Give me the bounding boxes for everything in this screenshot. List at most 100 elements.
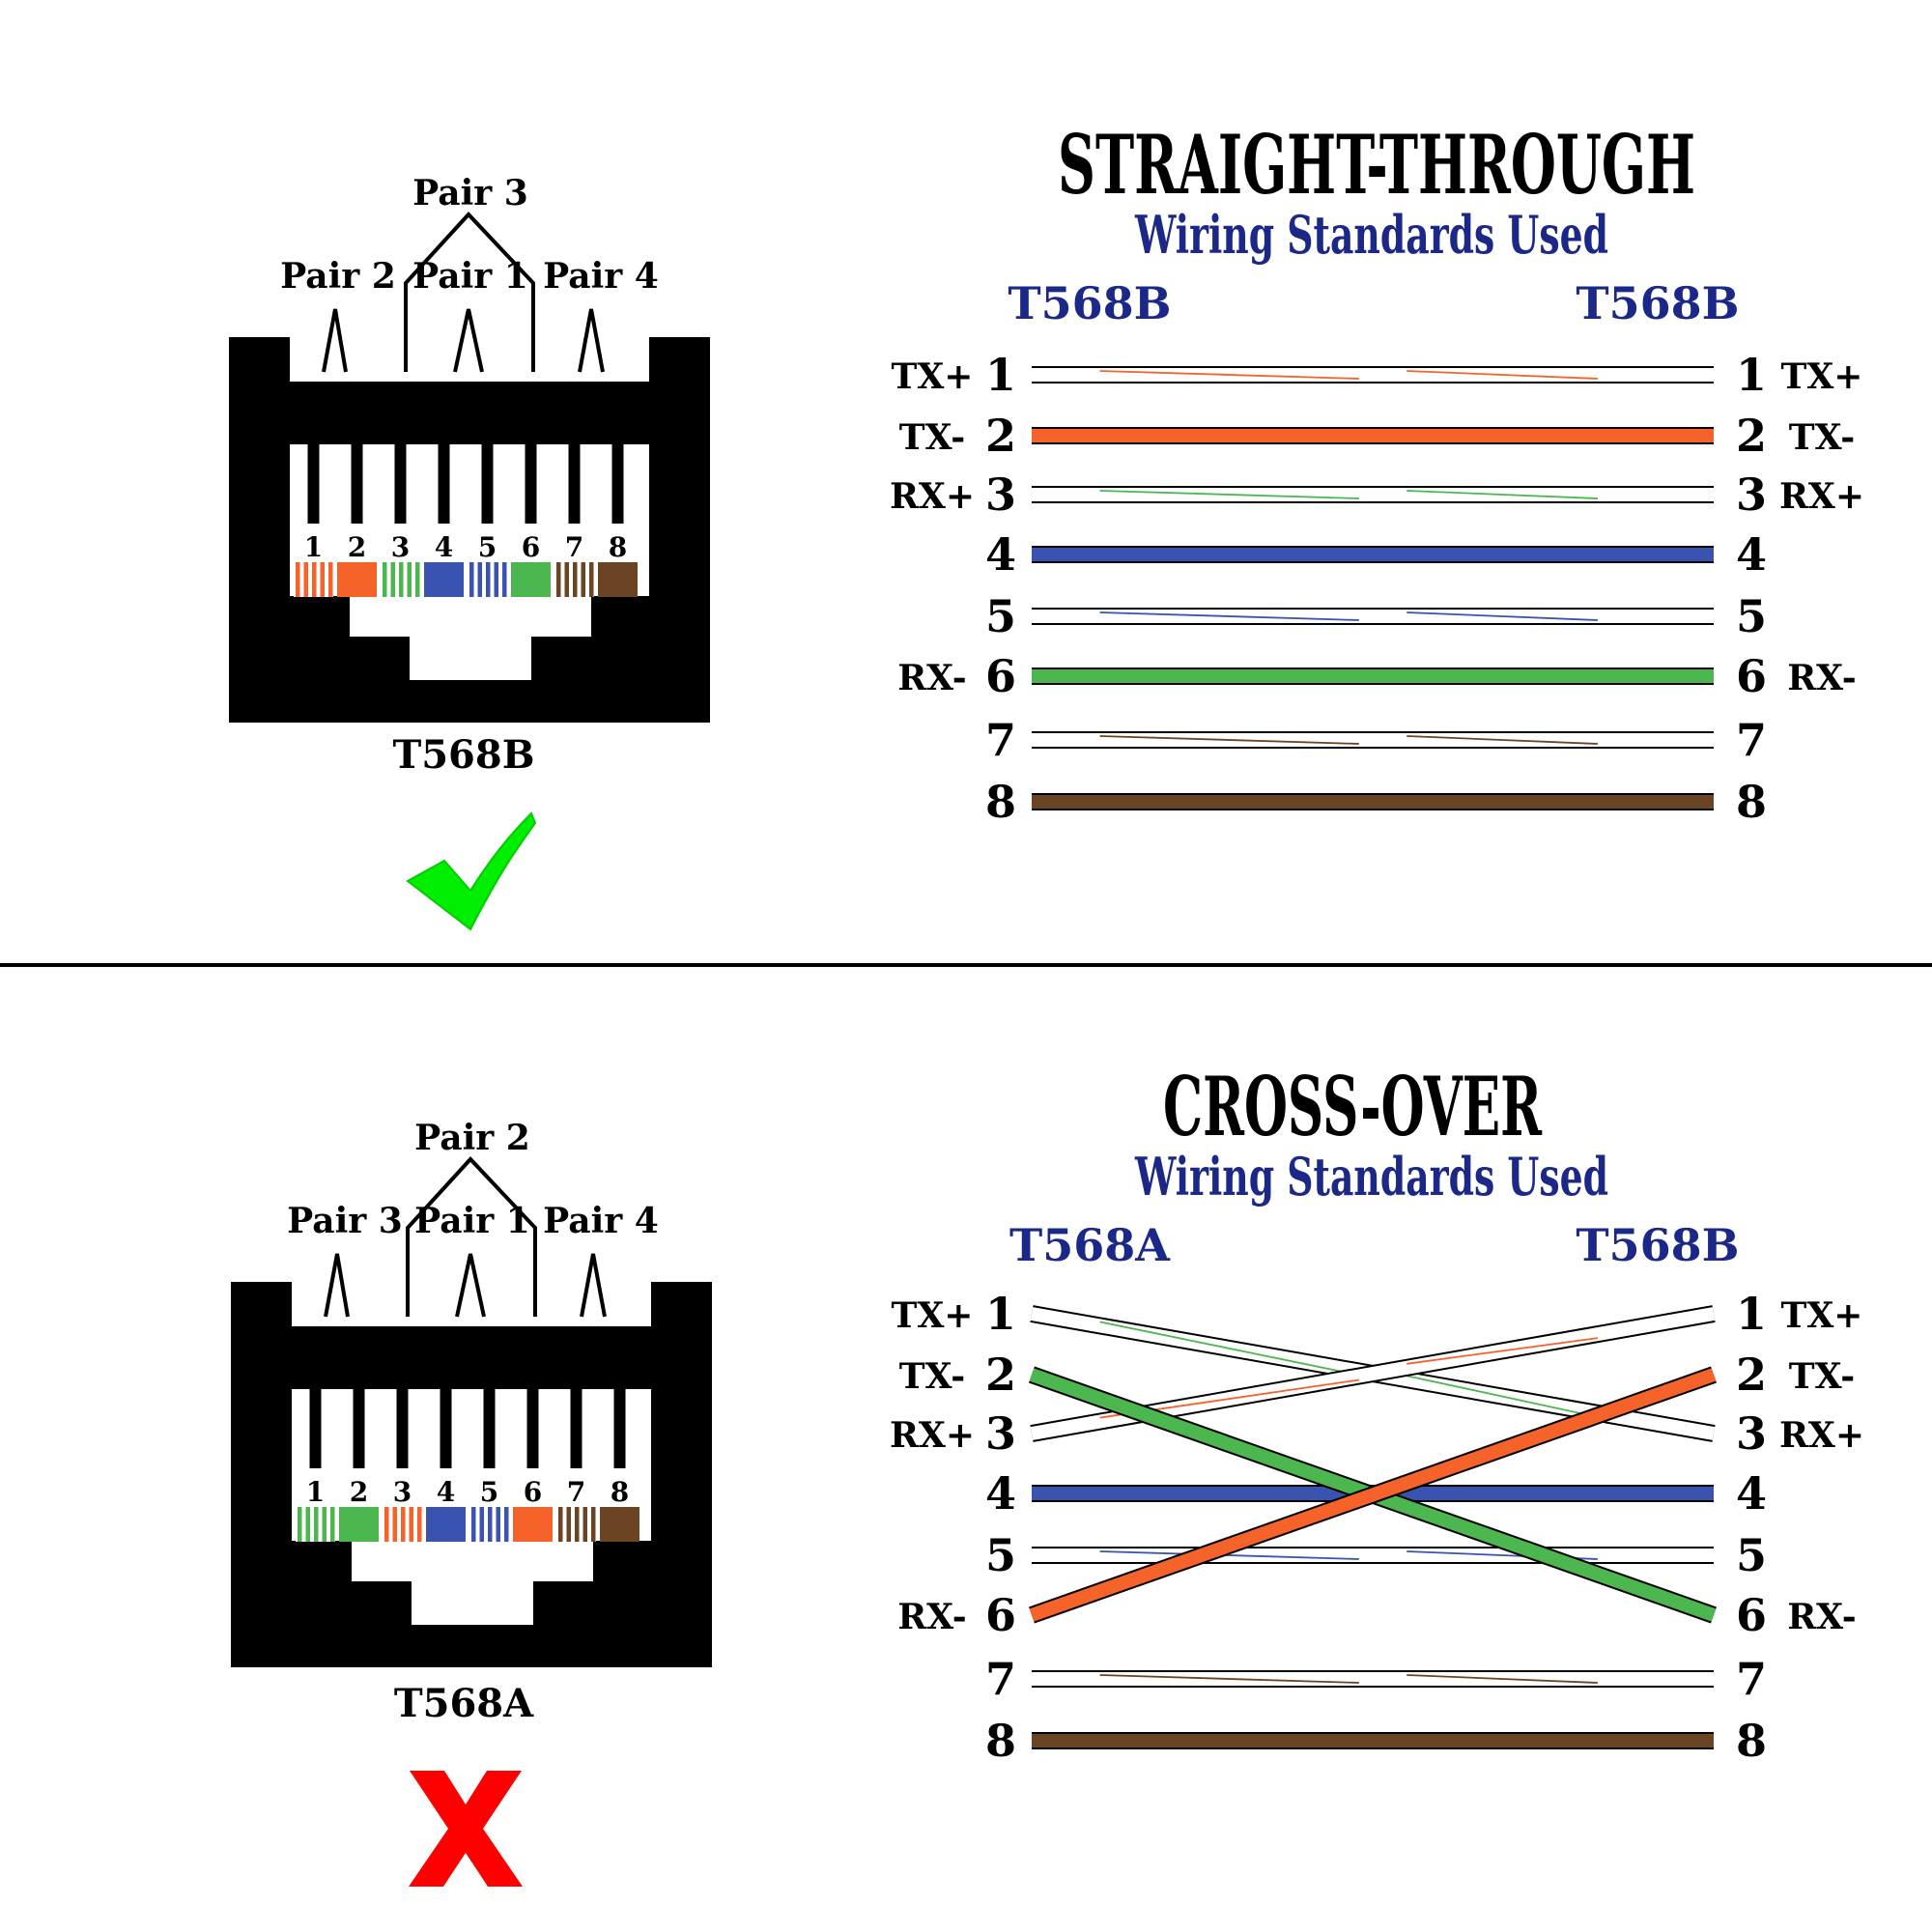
- left-signal-label: RX+: [890, 1415, 975, 1456]
- right-signal-label: TX-: [1789, 1356, 1855, 1397]
- right-signal-label: RX-: [1787, 658, 1857, 698]
- left-signal-label: RX-: [897, 658, 967, 698]
- wire-5-to-5: [1032, 608, 1714, 625]
- left-signal-label: TX-: [899, 417, 965, 458]
- left-pin-number: 4: [985, 1467, 1016, 1520]
- pin-contacts: [307, 444, 624, 524]
- right-pin-number: 6: [1736, 1589, 1767, 1641]
- right-pin-number: 3: [1736, 469, 1767, 521]
- pin-6-color: [513, 1507, 553, 1542]
- pin-contact: [568, 444, 581, 524]
- pair-right-label: Pair 4: [543, 256, 659, 297]
- pair-top-label: Pair 3: [412, 173, 528, 213]
- right-standard-label: T568B: [1576, 1219, 1739, 1271]
- pin-3-color: [381, 562, 420, 597]
- right-standard-label: T568B: [1576, 277, 1739, 329]
- check-icon: [406, 811, 537, 931]
- right-pin-number: 1: [1736, 349, 1767, 401]
- pin-number: 5: [478, 531, 497, 563]
- pin-number: 1: [304, 531, 323, 563]
- section-subtitle: Wiring Standards Used: [1134, 1146, 1608, 1208]
- pin-number: 6: [524, 1476, 542, 1508]
- pin-number: 4: [435, 531, 453, 563]
- left-signal-label: RX-: [897, 1597, 967, 1637]
- pin-contact: [438, 444, 450, 524]
- left-signal-label: TX+: [892, 356, 974, 397]
- pin-number: 7: [567, 1476, 585, 1508]
- right-pin-number: 7: [1736, 1653, 1767, 1705]
- pair-brackets: [324, 1156, 607, 1318]
- wire-7-to-7: [1032, 731, 1714, 749]
- pin-contact: [353, 1389, 365, 1468]
- pin-1-color: [296, 1507, 335, 1542]
- pin-4-color: [424, 562, 464, 597]
- pair-right-label: Pair 4: [543, 1201, 659, 1241]
- pin-contact: [351, 444, 363, 524]
- pin-4-color: [426, 1507, 466, 1542]
- right-pin-number: 6: [1736, 650, 1767, 702]
- pin-number: 3: [393, 1476, 412, 1508]
- right-pin-number: 8: [1736, 1715, 1767, 1767]
- right-pin-number: 4: [1736, 528, 1767, 581]
- pin-number: 2: [348, 531, 366, 563]
- pair-brackets: [322, 212, 605, 373]
- pin-number: 7: [565, 531, 583, 563]
- right-pin-number: 5: [1736, 1529, 1767, 1581]
- pair-mid-label: Pair 1: [412, 256, 528, 297]
- pin-3-color: [383, 1507, 422, 1542]
- pin-contact: [570, 1389, 582, 1468]
- right-pin-number: 7: [1736, 714, 1767, 766]
- pin-contact: [613, 1389, 626, 1468]
- right-pin-number: 8: [1736, 776, 1767, 828]
- pin-7-color: [556, 1507, 596, 1542]
- section-subtitle: Wiring Standards Used: [1134, 204, 1608, 266]
- pin-number: 8: [611, 1476, 629, 1508]
- pin-2-color: [339, 1507, 379, 1542]
- left-pin-number: 5: [985, 1529, 1016, 1581]
- pin-8-color: [598, 562, 638, 597]
- pin-6-color: [511, 562, 551, 597]
- left-pin-number: 1: [985, 1288, 1016, 1340]
- left-pin-number: 6: [985, 1589, 1016, 1641]
- left-signal-label: RX+: [890, 476, 975, 517]
- wire-3-to-3: [1032, 486, 1714, 503]
- left-pin-number: 3: [985, 469, 1016, 521]
- right-signal-label: RX-: [1787, 1597, 1857, 1637]
- left-pin-number: 2: [985, 1349, 1016, 1401]
- left-standard-label: T568A: [1009, 1219, 1171, 1271]
- right-signal-label: RX+: [1779, 476, 1864, 517]
- straight-through-section: STRAIGHT-THROUGH Wiring Standards Used T…: [229, 117, 1864, 931]
- right-pin-number: 3: [1736, 1407, 1767, 1460]
- pin-colors: [294, 562, 638, 597]
- right-signal-label: TX+: [1781, 1295, 1863, 1336]
- wire-1-to-1: [1032, 366, 1714, 384]
- left-pin-number: 3: [985, 1407, 1016, 1460]
- pin-contact: [440, 1389, 452, 1468]
- pin-5-color: [469, 1507, 509, 1542]
- wire-7-to-7: [1032, 1670, 1714, 1688]
- pin-5-color: [468, 562, 507, 597]
- pair-left-label: Pair 2: [280, 256, 396, 297]
- cross-icon: [409, 1771, 523, 1887]
- pin-number: 2: [350, 1476, 368, 1508]
- pin-7-color: [554, 562, 594, 597]
- left-pin-number: 2: [985, 410, 1016, 462]
- wire-6-to-2: [1029, 1366, 1717, 1624]
- pin-contact: [309, 1389, 322, 1468]
- right-pin-number: 1: [1736, 1288, 1767, 1340]
- right-signal-label: TX-: [1789, 417, 1855, 458]
- left-pin-number: 8: [985, 776, 1016, 828]
- pin-number: 6: [522, 531, 540, 563]
- pin-8-color: [600, 1507, 639, 1542]
- pin-contact: [611, 444, 624, 524]
- right-signal-label: RX+: [1779, 1415, 1864, 1456]
- pin-number: 5: [480, 1476, 498, 1508]
- left-signal-label: TX+: [892, 1295, 974, 1336]
- pin-number: 4: [437, 1476, 455, 1508]
- pin-number: 1: [306, 1476, 325, 1508]
